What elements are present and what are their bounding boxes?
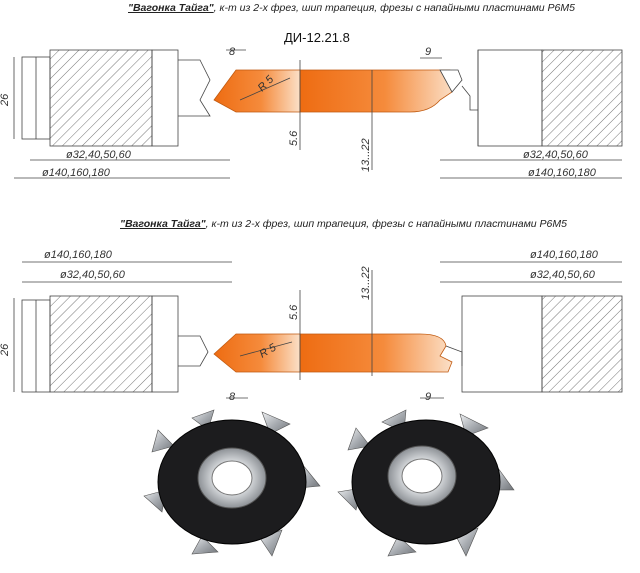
top-dim-9: 9 xyxy=(425,46,431,58)
top-bore-left: ø32,40,50,60 xyxy=(66,149,132,161)
bottom-left-cutter-section xyxy=(49,295,153,393)
bottom-caption-text: , к-т из 2-х фрез, шип трапеция, фрезы с… xyxy=(205,218,567,230)
top-caption-text: , к-т из 2-х фрез, шип трапеция, фрезы с… xyxy=(213,2,575,14)
top-dim-13-22: 13...22 xyxy=(360,138,372,172)
bottom-outer-right: ø140,160,180 xyxy=(530,249,599,261)
bottom-bore-left: ø32,40,50,60 xyxy=(60,269,126,281)
top-left-cutter-section xyxy=(49,49,153,147)
bottom-drawing xyxy=(13,261,623,399)
bottom-dim-9: 9 xyxy=(425,391,431,403)
bottom-bore-right: ø32,40,50,60 xyxy=(530,269,596,281)
cutter-photo-right xyxy=(337,409,515,557)
cutter-photo-left xyxy=(143,409,321,557)
bottom-dim-26: 26 xyxy=(0,343,11,357)
top-orange-profile xyxy=(213,69,301,113)
bottom-caption-title: "Вагонка Тайга" xyxy=(120,218,206,230)
top-dim-5-6: 5.6 xyxy=(288,130,300,146)
bottom-right-cutter-section xyxy=(541,295,623,393)
top-dim-8: 8 xyxy=(229,46,236,58)
product-code: ДИ-12.21.8 xyxy=(284,30,350,45)
bottom-dim-5-6: 5.6 xyxy=(288,304,300,320)
top-caption: "Вагонка Тайга", к-т из 2-х фрез, шип тр… xyxy=(128,2,575,14)
bottom-dim-13-22: 13...22 xyxy=(360,266,372,300)
bottom-orange-profile xyxy=(213,333,301,373)
top-drawing xyxy=(13,49,623,179)
bottom-outer-left: ø140,160,180 xyxy=(44,249,113,261)
top-dim-26: 26 xyxy=(0,93,11,107)
top-right-cutter-section xyxy=(541,49,623,147)
top-bore-right: ø32,40,50,60 xyxy=(523,149,589,161)
top-outer-right: ø140,160,180 xyxy=(528,167,597,179)
top-caption-title: "Вагонка Тайга" xyxy=(128,2,214,14)
bottom-dim-8: 8 xyxy=(229,391,236,403)
bottom-caption: "Вагонка Тайга", к-т из 2-х фрез, шип тр… xyxy=(120,218,567,230)
top-outer-left: ø140,160,180 xyxy=(42,167,111,179)
